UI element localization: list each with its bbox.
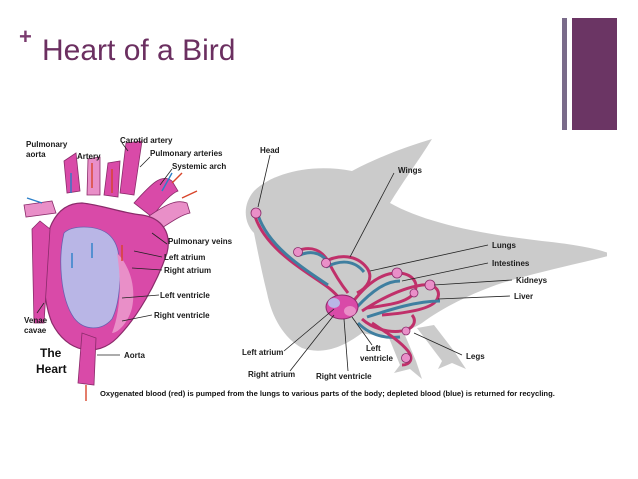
label-pulmonary-veins: Pulmonary veins (168, 237, 233, 246)
organ-loops (250, 207, 436, 363)
label-venae-cavae-line2: cavae (24, 326, 47, 335)
accent-bar-thin (562, 18, 567, 130)
slide-title: Heart of a Bird (42, 34, 236, 67)
label-aorta: Aorta (124, 351, 145, 360)
label-bird-left-ventricle-line2: ventricle (360, 354, 393, 363)
flow-arrows (26, 163, 198, 401)
label-head: Head (260, 146, 280, 155)
label-kidneys: Kidneys (516, 276, 548, 285)
label-left-ventricle: Left ventricle (160, 291, 210, 300)
label-intestines: Intestines (492, 259, 530, 268)
heart-leader-lines (36, 142, 173, 356)
label-legs: Legs (466, 352, 485, 361)
label-bird-right-ventricle: Right ventricle (316, 372, 372, 381)
bird-leader-lines (257, 154, 513, 372)
bird-heart-diagram: Pulmonary aorta Artery Carotid artery Pu… (22, 133, 612, 408)
diagram-canvas: Pulmonary aorta Artery Carotid artery Pu… (22, 133, 612, 408)
label-pulmonary-aorta-line1: Pulmonary (26, 140, 68, 149)
label-liver: Liver (514, 292, 533, 301)
label-bird-left-atrium: Left atrium (242, 348, 283, 357)
heart-illustration (23, 140, 191, 386)
label-left-atrium: Left atrium (164, 253, 205, 262)
label-wings: Wings (398, 166, 422, 175)
label-bird-left-ventricle-line1: Left (366, 344, 381, 353)
title-bullet: + (19, 24, 32, 49)
label-carotid-artery: Carotid artery (120, 136, 173, 145)
label-pulmonary-arteries: Pulmonary arteries (150, 149, 223, 158)
label-right-atrium: Right atrium (164, 266, 211, 275)
label-right-ventricle: Right ventricle (154, 311, 210, 320)
accent-bar-thick (572, 18, 617, 130)
label-the-heart-line2: Heart (36, 362, 67, 376)
label-artery: Artery (77, 152, 101, 161)
label-pulmonary-aorta-line2: aorta (26, 150, 46, 159)
diagram-caption: Oxygenated blood (red) is pumped from th… (100, 389, 555, 398)
bird-body-heart (325, 294, 359, 320)
label-the-heart-line1: The (40, 346, 62, 360)
label-systemic-arch: Systemic arch (172, 162, 226, 171)
label-venae-cavae-line1: Venae (24, 316, 48, 325)
label-lungs: Lungs (492, 241, 517, 250)
label-bird-right-atrium: Right atrium (248, 370, 295, 379)
